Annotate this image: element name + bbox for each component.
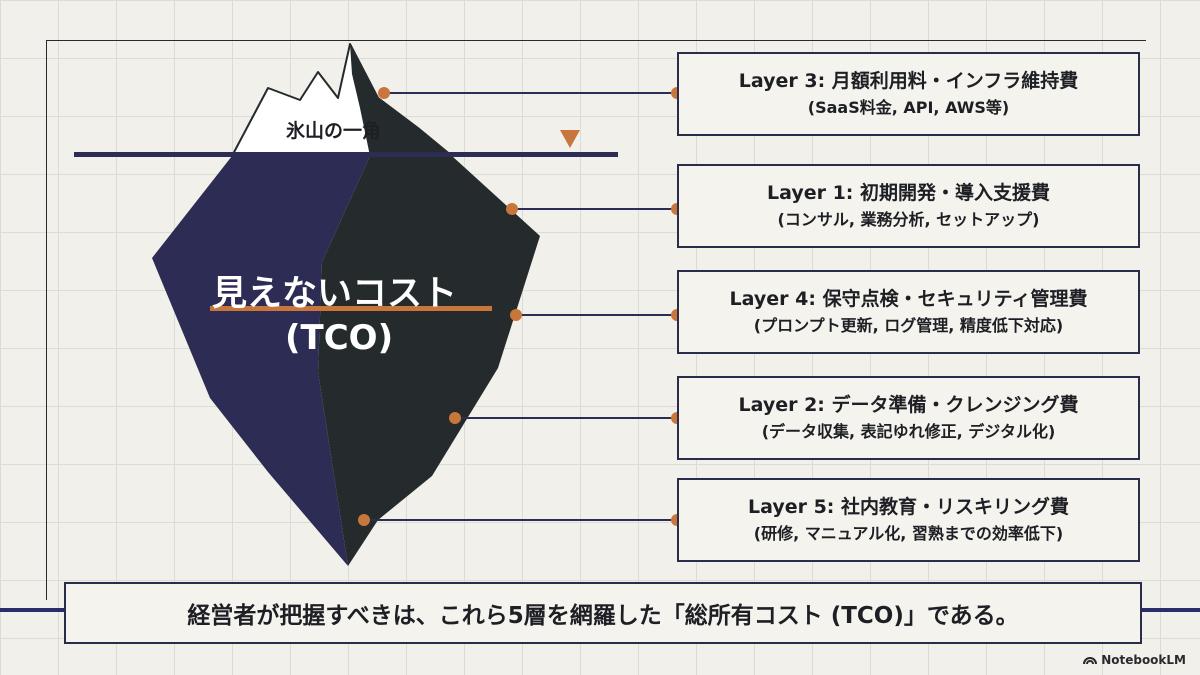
layer-title: Layer 1: 初期開発・導入支援費	[766, 182, 1051, 204]
iceberg-tip-shadow	[350, 44, 452, 156]
layer-title: Layer 3: 月額利用料・インフラ維持費	[738, 70, 1079, 92]
layer-box-layer5: Layer 5: 社内教育・リスキリング費 (研修, マニュアル化, 習熟までの…	[677, 478, 1140, 562]
layer-title: Layer 2: データ準備・クレンジング費	[738, 394, 1079, 416]
connector-dot-layer3-start	[378, 87, 390, 99]
connector-dot-layer5-start	[358, 514, 370, 526]
iceberg-underwater-right	[318, 156, 540, 566]
connector-dot-layer4-start	[510, 309, 522, 321]
triangle-marker-icon	[560, 130, 580, 148]
layer-title: Layer 5: 社内教育・リスキリング費	[747, 496, 1070, 518]
notebooklm-icon	[1083, 657, 1098, 665]
connector-dot-layer1-start	[506, 203, 518, 215]
layer-box-layer2: Layer 2: データ準備・クレンジング費 (データ収集, 表記ゆれ修正, デ…	[677, 376, 1140, 460]
iceberg-underwater-left	[152, 156, 370, 566]
layer-subtitle: (プロンプト更新, ログ管理, 精度低下対応)	[753, 316, 1064, 335]
layer-subtitle: (SaaS料金, API, AWS等)	[807, 98, 1010, 117]
title-underline	[210, 306, 492, 311]
layer-box-layer1: Layer 1: 初期開発・導入支援費 (コンサル, 業務分析, セットアップ)	[677, 164, 1140, 248]
frame-top-line	[46, 40, 1146, 41]
connector-dot-layer2-start	[449, 412, 461, 424]
bottom-rule-left	[0, 608, 64, 612]
layer-subtitle: (研修, マニュアル化, 習熟までの効率低下)	[753, 524, 1064, 543]
layer-subtitle: (コンサル, 業務分析, セットアップ)	[777, 210, 1040, 229]
iceberg-tip-label: 氷山の一角	[286, 120, 382, 142]
layer-subtitle: (データ収集, 表記ゆれ修正, デジタル化)	[761, 422, 1056, 441]
summary-banner: 経営者が把握すべきは、これら5層を網羅した「総所有コスト (TCO)」である。	[64, 582, 1142, 644]
hidden-cost-subtitle: (TCO)	[285, 318, 394, 358]
water-line	[74, 152, 618, 157]
brand-label: NotebookLM	[1101, 653, 1186, 667]
bottom-rule-right	[1142, 608, 1200, 612]
hidden-cost-title: 見えないコスト	[212, 274, 458, 314]
frame-left-line	[46, 40, 47, 600]
layer-box-layer3: Layer 3: 月額利用料・インフラ維持費 (SaaS料金, API, AWS…	[677, 52, 1140, 136]
layer-box-layer4: Layer 4: 保守点検・セキュリティ管理費 (プロンプト更新, ログ管理, …	[677, 270, 1140, 354]
layer-title: Layer 4: 保守点検・セキュリティ管理費	[729, 288, 1088, 310]
brand-watermark: NotebookLM	[1083, 653, 1186, 667]
